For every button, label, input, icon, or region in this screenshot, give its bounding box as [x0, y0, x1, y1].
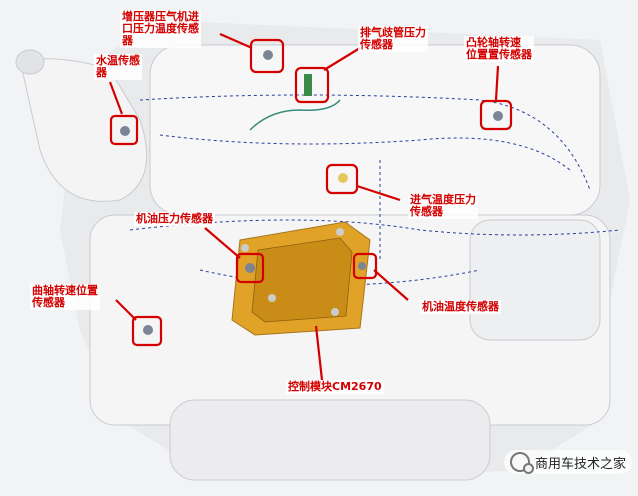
- exhaust-sensor-box: [294, 66, 330, 104]
- wechat-icon: [509, 452, 534, 474]
- turbo-inlet-sensor-label: 增压器压气机进 口压力温度传感 器: [120, 10, 201, 48]
- crankshaft-sensor-label: 曲轴转速位置 传感器: [30, 284, 100, 310]
- oil-temp-sensor-box: [352, 252, 378, 280]
- ecm-module: [231, 221, 371, 336]
- turbo-sensor-box: [249, 38, 285, 74]
- cam-sensor-box: [479, 99, 513, 131]
- oil-pressure-sensor-label: 机油压力传感器: [134, 212, 215, 226]
- watermark-text: 商用车技术之家: [534, 456, 626, 472]
- intake-sensor-box: [325, 163, 359, 195]
- camshaft-sensor-label: 凸轮轴转速 位置置传感器: [464, 36, 534, 62]
- oil-temp-sensor-label: 机油温度传感器: [420, 300, 501, 314]
- oil-pressure-sensor-box: [235, 252, 265, 284]
- crank-sensor-box: [131, 315, 163, 347]
- exhaust-manifold-sensor-label: 排气歧管压力 传感器: [358, 26, 428, 52]
- watermark: 商用车技术之家: [503, 450, 632, 474]
- water-temp-sensor-box: [109, 114, 139, 146]
- water-temp-sensor-label: 水温传感 器: [94, 54, 142, 80]
- ecm-label: 控制模块CM2670: [286, 380, 384, 394]
- intake-temp-pressure-sensor-label: 进气温度压力 传感器: [408, 193, 478, 219]
